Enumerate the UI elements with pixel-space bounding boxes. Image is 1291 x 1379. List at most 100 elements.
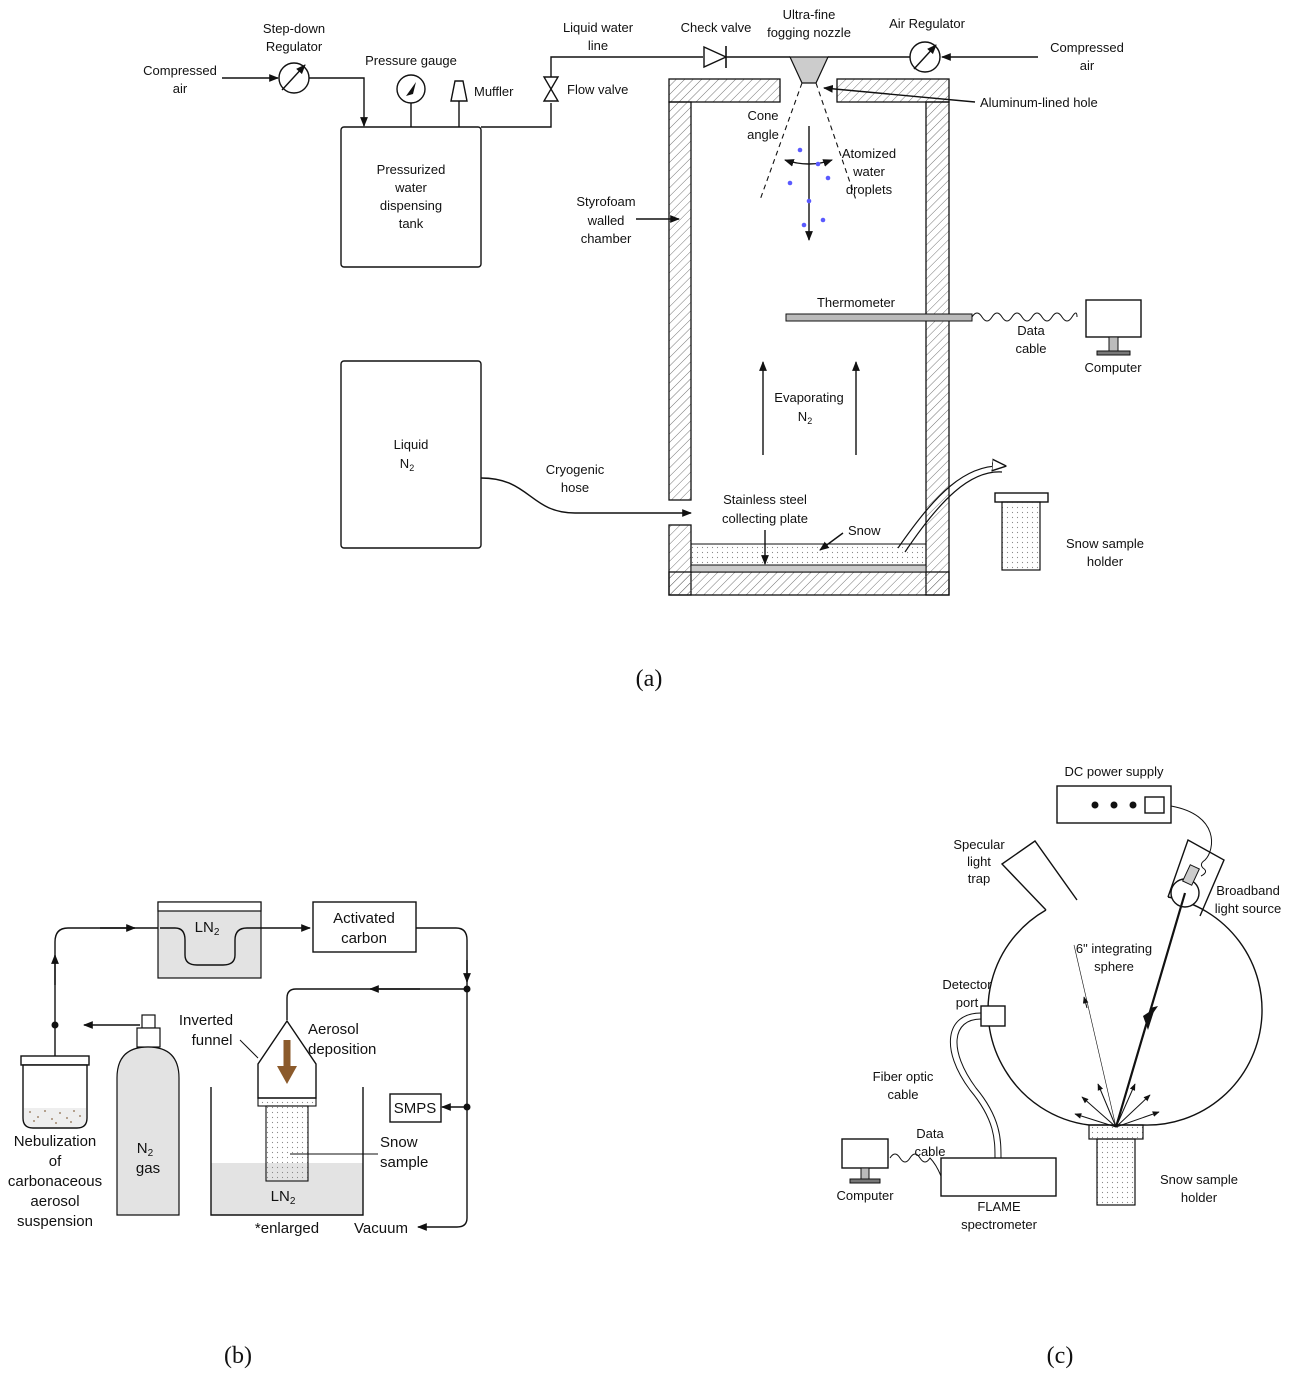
computer-a-label: Computer: [1084, 360, 1142, 375]
flame-spectrometer: [940, 1157, 1057, 1197]
snow-layer: [690, 543, 927, 566]
cryogenic-hose-label-2: hose: [561, 480, 589, 495]
nebulization-label-4: aerosol: [30, 1193, 79, 1210]
snow-holder-a-label-2: holder: [1087, 554, 1124, 569]
enlarged-label: *enlarged: [255, 1220, 319, 1237]
collecting-plate-label-2: collecting plate: [722, 511, 808, 526]
tank-label-1: Pressurized: [377, 162, 446, 177]
air-regulator-label: Air Regulator: [889, 16, 966, 31]
nozzle-label-1: Ultra-fine: [783, 7, 836, 22]
compressed-air-left-label-2: air: [173, 81, 188, 96]
droplets-label-3: droplets: [846, 182, 893, 197]
data-cable-c-label-2: cable: [914, 1144, 945, 1159]
snow-holder-c-label-2: holder: [1181, 1190, 1218, 1205]
inverted-funnel-label-2: funnel: [192, 1032, 233, 1049]
styrofoam-label-3: chamber: [581, 231, 632, 246]
panel-b: LN2 Activated carbon SMPS Nebulization o…: [8, 901, 471, 1369]
styrofoam-label-1: Styrofoam: [576, 194, 635, 209]
fiber-optic-label-2: cable: [887, 1087, 918, 1102]
snow-label: Snow: [848, 523, 881, 538]
panel-c: DC power supply Broadband light source S…: [836, 764, 1281, 1369]
broadband-label-2: light source: [1215, 901, 1281, 916]
thermometer: [785, 313, 973, 322]
muffler-icon: [450, 80, 468, 102]
snow-holder-c-label-1: Snow sample: [1160, 1172, 1238, 1187]
tank-label-3: dispensing: [380, 198, 442, 213]
flow-valve-label: Flow valve: [567, 82, 628, 97]
flame-label-2: spectrometer: [961, 1217, 1038, 1232]
caption-a: (a): [636, 666, 663, 692]
thermometer-label: Thermometer: [817, 295, 896, 310]
integrating-sphere: [987, 896, 1263, 1126]
pressure-gauge-label: Pressure gauge: [365, 53, 457, 68]
detector-port: [980, 1005, 1006, 1027]
nebulization-label-3: carbonaceous: [8, 1173, 102, 1190]
specular-label-1: Specular: [953, 837, 1005, 852]
tank-label-4: tank: [399, 216, 424, 231]
styrofoam-label-2: walled: [587, 213, 625, 228]
specular-label-2: light: [967, 854, 991, 869]
data-cable-a-label-2: cable: [1015, 341, 1046, 356]
droplets-label-1: Atomized: [842, 146, 896, 161]
activated-carbon-box: [312, 901, 417, 953]
cone-angle-label-1: Cone: [747, 108, 778, 123]
evaporating-label: Evaporating: [774, 390, 843, 405]
n2-gas-label-1: N2: [137, 1140, 154, 1159]
detector-port-label-2: port: [956, 995, 979, 1010]
pressure-gauge-icon: [396, 74, 426, 104]
snow-sample-holder-a: [994, 492, 1049, 571]
cone-angle-label-2: angle: [747, 127, 779, 142]
liquid-n2-label-1: Liquid: [394, 437, 429, 452]
computer-icon: [1085, 299, 1142, 356]
cryogenic-hose-label-1: Cryogenic: [546, 462, 605, 477]
detector-port-label-1: Detector: [942, 977, 992, 992]
inverted-funnel: [257, 1019, 317, 1182]
snow-sample-label-2: sample: [380, 1154, 428, 1171]
step-down-regulator-label-2: Regulator: [266, 39, 323, 54]
dc-power-label: DC power supply: [1065, 764, 1164, 779]
fogging-nozzle-icon: [789, 56, 829, 84]
specular-label-3: trap: [968, 871, 990, 886]
compressed-air-right-label-1: Compressed: [1050, 40, 1124, 55]
smps-box: [389, 1093, 442, 1123]
activated-carbon-label-2: carbon: [341, 930, 387, 947]
broadband-label-1: Broadband: [1216, 883, 1280, 898]
nebulization-label-1: Nebulization: [14, 1133, 97, 1150]
compressed-air-left-label-1: Compressed: [143, 63, 217, 78]
evaporating-n2-label: N2: [798, 409, 812, 426]
n2-gas-label-2: gas: [136, 1160, 160, 1177]
data-cable-c-label-1: Data: [916, 1126, 944, 1141]
ln2-dewar-label: LN2: [271, 1188, 296, 1207]
nebulizer-jar: [20, 1055, 90, 1129]
check-valve-icon: [703, 45, 728, 69]
data-cable-a-label-1: Data: [1017, 323, 1045, 338]
n2-gas-cylinder: [116, 1014, 180, 1216]
collecting-plate-label-1: Stainless steel: [723, 492, 807, 507]
nebulization-label-2: of: [49, 1153, 62, 1170]
ln2-trap-label: LN2: [195, 919, 220, 938]
liquid-n2-tank: [340, 360, 482, 549]
panel-a: Compressed air Step-down Regulator Press…: [143, 7, 1144, 692]
step-down-regulator-label-1: Step-down: [263, 21, 325, 36]
step-down-regulator-icon: [278, 62, 310, 94]
collecting-plate: [690, 564, 927, 573]
air-regulator-icon: [909, 41, 941, 73]
flame-label-1: FLAME: [977, 1199, 1021, 1214]
droplets-label-2: water: [852, 164, 885, 179]
nozzle-label-2: fogging nozzle: [767, 25, 851, 40]
liquid-water-line-label-2: line: [588, 38, 608, 53]
sphere-label-2: sphere: [1094, 959, 1134, 974]
smps-label: SMPS: [394, 1100, 437, 1117]
sphere-label-1: 6" integrating: [1076, 941, 1152, 956]
flow-valve-icon: [542, 76, 560, 102]
water-droplets: [787, 147, 831, 228]
muffler-label: Muffler: [474, 84, 514, 99]
aerosol-deposition-label-2: deposition: [308, 1041, 376, 1058]
snow-sample-label-1: Snow: [380, 1134, 418, 1151]
nebulization-label-5: suspension: [17, 1213, 93, 1230]
aerosol-deposition-label-1: Aerosol: [308, 1021, 359, 1038]
computer-c-label: Computer: [836, 1188, 894, 1203]
check-valve-label: Check valve: [681, 20, 752, 35]
caption-b: (b): [224, 1343, 252, 1369]
